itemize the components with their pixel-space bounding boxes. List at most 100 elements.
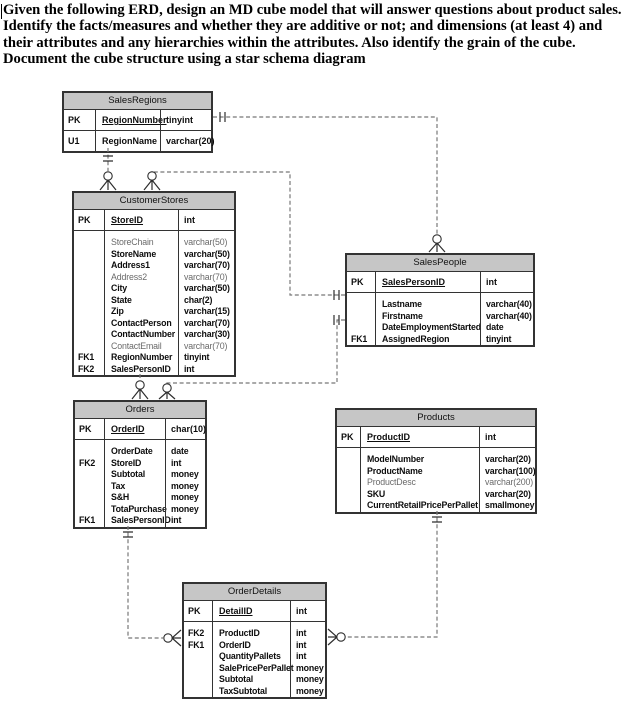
key-label bbox=[337, 477, 360, 489]
field-name: SKU bbox=[367, 488, 386, 499]
field-type: int bbox=[290, 601, 327, 621]
attribute-column bbox=[337, 448, 360, 512]
field-type: int bbox=[171, 515, 182, 525]
field-type: int bbox=[479, 427, 537, 447]
field-name: ProductID bbox=[360, 427, 479, 447]
field-name: SalesPersonID bbox=[111, 363, 171, 374]
key-label bbox=[74, 249, 104, 261]
field-name: SalePricePerPallet bbox=[219, 662, 294, 673]
field-type: money bbox=[171, 469, 199, 479]
key-label bbox=[75, 492, 104, 504]
field-name: CurrentRetailPricePerPallet bbox=[367, 500, 478, 510]
field-name: City bbox=[111, 283, 128, 293]
field-type: int bbox=[171, 457, 182, 468]
zero-or-many-circle-icon bbox=[432, 234, 442, 244]
field-name: ProductDesc bbox=[367, 477, 416, 487]
entity-title: SalesRegions bbox=[64, 93, 211, 110]
field-name: Zip bbox=[111, 306, 124, 316]
field-name: Tax bbox=[111, 480, 126, 491]
field-type: tinyint bbox=[486, 333, 512, 344]
key-label: FK2 bbox=[188, 628, 205, 638]
crows-foot-icon bbox=[158, 391, 176, 400]
key-label: PK bbox=[341, 432, 354, 442]
field-name: ModelNumber bbox=[367, 454, 424, 464]
rel-orders-orderdetails bbox=[123, 526, 182, 647]
field-type: varchar(50) bbox=[184, 283, 230, 293]
key-label bbox=[184, 651, 212, 663]
field-name: OrderID bbox=[104, 419, 165, 439]
rel-salesregions-salespeople bbox=[213, 112, 446, 253]
key-label: PK bbox=[79, 424, 92, 434]
key-label bbox=[75, 446, 104, 458]
key-label: PK bbox=[68, 115, 81, 125]
field-name: StoreID bbox=[111, 457, 142, 468]
field-name: Address1 bbox=[111, 260, 150, 270]
key-label bbox=[74, 341, 104, 353]
field-type: money bbox=[296, 662, 324, 673]
zero-or-many-circle-icon bbox=[163, 633, 173, 643]
key-label: FK1 bbox=[79, 515, 96, 525]
field-name: StoreChain bbox=[111, 237, 154, 247]
key-label bbox=[74, 237, 104, 249]
field-type: varchar(50) bbox=[184, 248, 230, 259]
field-name: RegionNumber bbox=[95, 110, 167, 130]
field-type: tinyint bbox=[184, 352, 210, 362]
field-name: Lastname bbox=[382, 299, 422, 309]
key-label bbox=[74, 272, 104, 284]
zero-or-many-circle-icon bbox=[336, 632, 346, 642]
key-label bbox=[337, 454, 360, 466]
crows-foot-icon bbox=[131, 388, 149, 400]
field-type: varchar(20) bbox=[485, 454, 531, 464]
field-type: money bbox=[296, 674, 324, 684]
field-type: varchar(50) bbox=[184, 237, 228, 247]
field-type: varchar(20) bbox=[160, 131, 215, 151]
key-label: U1 bbox=[68, 136, 80, 146]
task-text: Given the following ERD, design an MD cu… bbox=[3, 2, 622, 68]
key-label bbox=[347, 299, 375, 311]
field-name: Firstname bbox=[382, 310, 423, 321]
entity-title: CustomerStores bbox=[74, 193, 234, 210]
crows-foot-icon bbox=[428, 242, 446, 253]
field-name: ContactEmail bbox=[111, 340, 162, 351]
crows-foot-icon bbox=[99, 179, 117, 191]
key-label bbox=[184, 663, 212, 675]
key-label: FK1 bbox=[78, 352, 95, 362]
key-label bbox=[184, 674, 212, 686]
field-type: money bbox=[171, 480, 199, 491]
key-label: PK bbox=[188, 606, 201, 616]
key-label: FK2 bbox=[79, 457, 96, 468]
attribute-column: varchar(50)varchar(50)varchar(70)varchar… bbox=[178, 231, 236, 375]
field-name: DateEmploymentStarted bbox=[382, 322, 482, 332]
field-name: State bbox=[111, 294, 132, 305]
zero-or-many-circle-icon bbox=[162, 383, 172, 393]
field-name: StoreName bbox=[111, 248, 157, 259]
field-name: DetailID bbox=[212, 601, 290, 621]
key-label bbox=[74, 306, 104, 318]
field-name: S&H bbox=[111, 492, 130, 502]
key-label bbox=[75, 469, 104, 481]
field-name: StoreID bbox=[104, 210, 178, 230]
key-label bbox=[74, 260, 104, 272]
field-name: ProductName bbox=[367, 465, 423, 476]
rel-salesregions-customerstores bbox=[99, 148, 117, 191]
crows-foot-icon bbox=[143, 179, 161, 191]
entity-title: Products bbox=[337, 410, 535, 427]
field-name: SalesPersonID bbox=[111, 515, 171, 525]
